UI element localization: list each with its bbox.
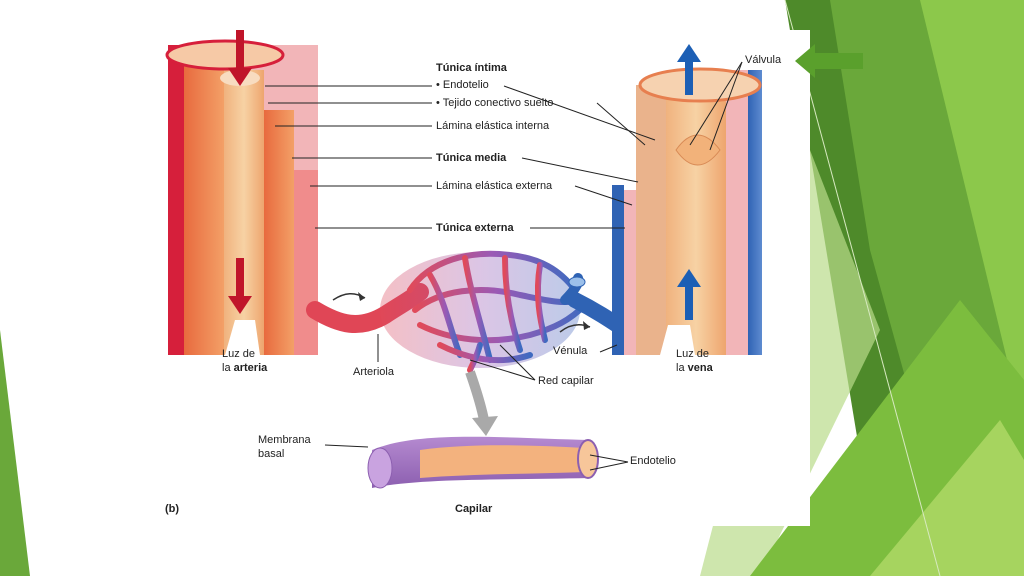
label-venula: Vénula bbox=[553, 345, 588, 357]
venule-opening bbox=[568, 276, 586, 288]
label-lamina-externa: Lámina elástica externa bbox=[436, 180, 553, 192]
label-luz-arteria-prefix: la bbox=[222, 362, 234, 374]
zoom-arrowhead bbox=[472, 416, 498, 436]
vein-top-opening bbox=[638, 67, 762, 103]
capillary-detail bbox=[367, 436, 599, 489]
label-membrana-line1: Membrana bbox=[258, 434, 311, 446]
label-membrana-line2: basal bbox=[258, 448, 285, 460]
artery-top-opening bbox=[165, 39, 285, 71]
artery-step-1 bbox=[264, 110, 294, 355]
artery-inner-layer bbox=[224, 70, 264, 355]
label-luz-vena-bold: vena bbox=[687, 362, 713, 374]
artery-lumen-bottom bbox=[225, 320, 260, 355]
label-lamina-interna: Lámina elástica interna bbox=[436, 120, 550, 132]
label-luz-arteria-line2: la arteria bbox=[222, 362, 267, 375]
label-arteriola: Arteriola bbox=[353, 366, 394, 378]
label-valvula: Válvula bbox=[745, 54, 782, 66]
artery-media-layer bbox=[184, 55, 224, 355]
capillary-network bbox=[380, 250, 633, 436]
vein-valve bbox=[675, 134, 721, 166]
vein-lumen-bottom bbox=[660, 325, 695, 355]
label-luz-arteria-line1: Luz de bbox=[222, 348, 256, 360]
artery-step-2 bbox=[294, 170, 318, 355]
decor-line bbox=[784, 0, 941, 576]
vein-outer-edge bbox=[612, 185, 624, 355]
label-endotelio-bullet: • Endotelio bbox=[436, 79, 489, 91]
label-tejido-conectivo: • Tejido conectivo suelto bbox=[436, 97, 554, 109]
leader-lines bbox=[265, 61, 743, 471]
label-tunica-intima: Túnica íntima bbox=[436, 62, 507, 74]
zoom-arrow bbox=[465, 370, 489, 422]
arteriole-arrowhead bbox=[358, 292, 365, 301]
label-capilar: Capilar bbox=[455, 503, 493, 515]
vein-flow-arrow-top bbox=[677, 44, 701, 95]
vein-outer-right bbox=[748, 70, 762, 355]
panel-letter: (b) bbox=[165, 503, 180, 515]
label-luz-vena-line1: Luz de bbox=[676, 348, 710, 360]
label-endotelio: Endotelio bbox=[630, 455, 676, 467]
green-shape-bottom-light bbox=[870, 420, 1024, 576]
artery-flow-arrow-top bbox=[228, 30, 252, 86]
label-luz-vena-line2: la vena bbox=[676, 362, 713, 375]
label-red-capilar: Red capilar bbox=[538, 375, 594, 387]
label-luz-vena-prefix: la bbox=[676, 362, 688, 374]
green-shape-left bbox=[0, 330, 30, 576]
artery-outer-edge bbox=[168, 45, 184, 355]
artery-illustration bbox=[165, 30, 429, 355]
vein-illustration bbox=[612, 44, 762, 355]
capillary-end-right bbox=[577, 439, 599, 479]
capillary-inner bbox=[420, 445, 585, 478]
label-tunica-externa: Túnica externa bbox=[436, 222, 514, 234]
label-luz-arteria-bold: arteria bbox=[233, 362, 268, 374]
venule-arrowhead bbox=[583, 321, 590, 330]
capillary-end-left bbox=[367, 447, 393, 489]
green-shape-light bbox=[920, 0, 1024, 430]
artery-flow-arrow-bottom bbox=[228, 258, 252, 314]
label-tunica-media: Túnica media bbox=[436, 152, 507, 164]
vein-flow-arrow-bottom bbox=[677, 269, 701, 320]
green-pointer-arrow bbox=[795, 44, 863, 78]
capillary-vessels bbox=[407, 250, 588, 373]
vein-media-layer bbox=[636, 85, 666, 355]
vein-wall-right bbox=[726, 70, 751, 355]
